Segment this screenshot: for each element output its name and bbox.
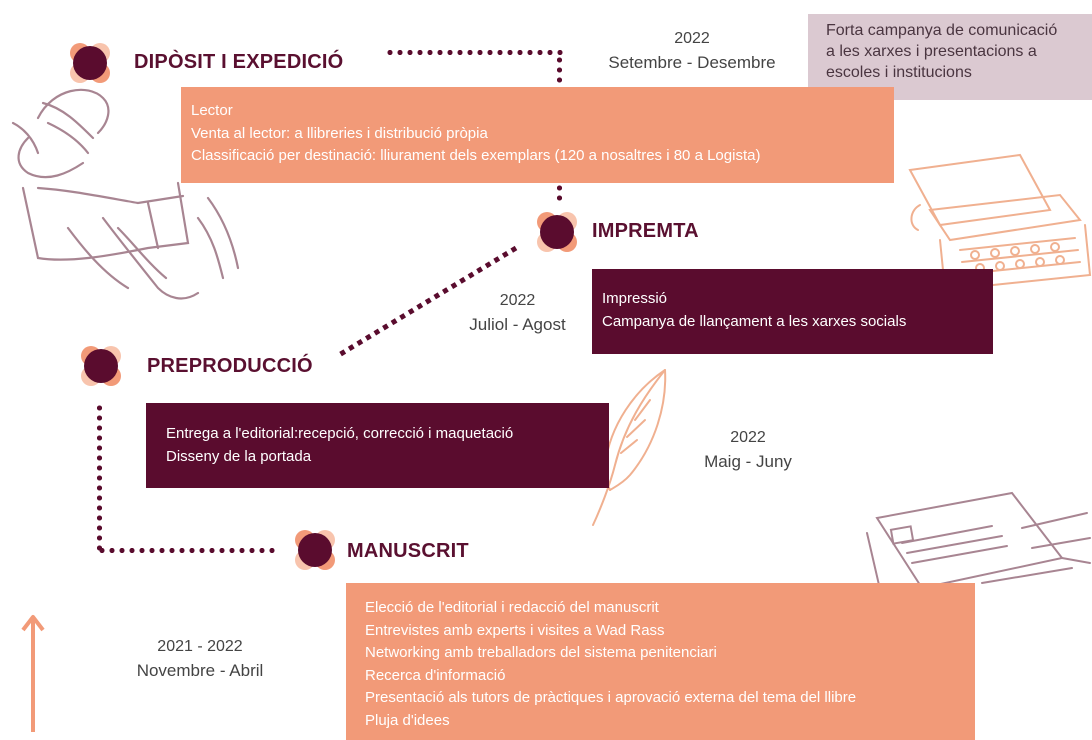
note-line: a les xarxes i presentacions a: [826, 43, 1037, 60]
up-arrow-icon: [21, 615, 45, 732]
list-item: Venta al lector: a llibreries i distribu…: [191, 124, 488, 142]
list-item: Pluja d'idees: [365, 711, 450, 729]
stage-title-impremta: IMPREMTA: [592, 220, 699, 242]
content-box-diposit: Lector Venta al lector: a llibreries i d…: [181, 87, 894, 183]
content-box-preproduccio: Entrega a l'editorial:recepció, correcci…: [146, 403, 609, 488]
connector-top-down: [557, 55, 562, 90]
date-period: Setembre - Desembre: [608, 53, 776, 72]
date-diposit: 2022 Setembre - Desembre: [594, 27, 790, 75]
hands-book-illustration: [11, 88, 240, 300]
list-item: Networking amb treballadors del sistema …: [365, 644, 717, 661]
note-line: Forta campanya de comunicació: [826, 22, 1058, 39]
flower-marker-icon: [70, 43, 110, 83]
list-item: Recerca d'informació: [365, 666, 506, 684]
list-item: Entrevistes amb experts i visites a Wad …: [365, 621, 665, 639]
stage-title-diposit: DIPÒSIT I EXPEDICIÓ: [134, 51, 344, 73]
list-item: Campanya de llançament a les xarxes soci…: [602, 312, 907, 330]
date-period: Novembre - Abril: [136, 661, 264, 680]
list-item: Impressió: [602, 290, 668, 307]
date-year: 2021 - 2022: [157, 638, 243, 655]
flower-marker-icon: [537, 212, 577, 252]
list-item: Elecció de l'editorial i redacció del ma…: [365, 599, 659, 616]
list-item: Disseny de la portada: [166, 447, 312, 465]
connector-top-down-2: [557, 183, 562, 203]
date-preproduccio: 2022 Maig - Juny: [688, 426, 808, 474]
date-impremta: 2022 Juliol - Agost: [450, 289, 585, 337]
flower-marker-icon: [81, 346, 121, 386]
date-year: 2022: [730, 429, 766, 446]
note-line: escoles i institucions: [826, 64, 972, 81]
connector-top: [385, 50, 565, 55]
stage-title-manuscrit: MANUSCRIT: [347, 540, 469, 562]
content-box-manuscrit: Elecció de l'editorial i redacció del ma…: [346, 583, 975, 740]
date-year: 2022: [499, 292, 536, 309]
list-item: Entrega a l'editorial:recepció, correcci…: [166, 425, 514, 442]
list-item: Classificació per destinació: lliurament…: [191, 147, 761, 164]
content-box-impremta: Impressió Campanya de llançament a les x…: [592, 269, 993, 354]
list-item: Presentació als tutors de pràctiques i a…: [365, 689, 857, 706]
date-year: 2022: [674, 30, 710, 47]
stage-title-preproduccio: PREPRODUCCIÓ: [147, 355, 313, 377]
date-period: Maig - Juny: [704, 452, 792, 471]
connector-diagonal: [337, 245, 518, 358]
connector-bottom: [97, 548, 275, 553]
date-manuscrit: 2021 - 2022 Novembre - Abril: [120, 635, 280, 683]
flower-marker-icon: [295, 530, 335, 570]
note-box-diposit: Forta campanya de comunicació a les xarx…: [808, 14, 1092, 100]
list-item: Lector: [191, 102, 233, 119]
date-period: Juliol - Agost: [469, 315, 566, 334]
connector-left-vertical: [97, 403, 102, 553]
